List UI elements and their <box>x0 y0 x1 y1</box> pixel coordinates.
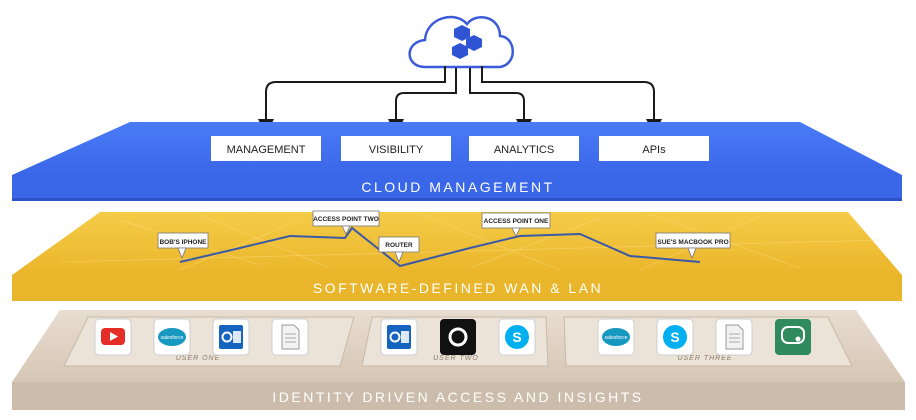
svg-text:BOB'S IPHONE: BOB'S IPHONE <box>159 239 207 246</box>
callout-sues-macbook-pro: SUE'S MACBOOK PRO <box>655 232 731 260</box>
chat-icon <box>775 319 811 355</box>
svg-text:salesforce: salesforce <box>605 335 628 341</box>
camera-app-icon <box>440 319 476 355</box>
svg-text:SUE'S MACBOOK PRO: SUE'S MACBOOK PRO <box>657 239 728 246</box>
svg-text:APIs: APIs <box>642 144 666 156</box>
user-two-label: USER TWO <box>433 355 479 362</box>
callout-bobs-iphone: BOB'S IPHONE <box>157 232 209 260</box>
network-path <box>179 226 701 268</box>
svg-text:S: S <box>512 329 521 345</box>
callout-access-point-two: ACCESS POINT TWO <box>312 210 380 235</box>
skype-icon: S <box>656 318 694 356</box>
youtube-icon <box>94 318 132 356</box>
svg-text:ROUTER: ROUTER <box>385 242 413 249</box>
user-three-label: USER THREE <box>677 355 732 362</box>
cloud-arrows <box>258 66 662 135</box>
app-tiles: salesforce S <box>94 318 811 356</box>
cloud-management-layer: CLOUD MANAGEMENT MANAGEMENT VISIBILITY A… <box>12 122 902 201</box>
apis-box: APIs <box>599 136 709 161</box>
svg-text:VISIBILITY: VISIBILITY <box>369 144 424 156</box>
callout-router: ROUTER <box>378 236 420 264</box>
salesforce-icon: salesforce <box>153 318 191 356</box>
network-layer: SOFTWARE-DEFINED WAN & LAN <box>12 212 902 301</box>
document-icon <box>271 318 309 356</box>
svg-text:S: S <box>670 329 679 345</box>
svg-text:MANAGEMENT: MANAGEMENT <box>227 144 306 156</box>
visibility-box: VISIBILITY <box>341 136 451 161</box>
callout-access-point-one: ACCESS POINT ONE <box>481 212 551 237</box>
svg-text:ANALYTICS: ANALYTICS <box>494 144 554 156</box>
salesforce-icon: salesforce <box>597 318 635 356</box>
cloud-layer-title: CLOUD MANAGEMENT <box>361 179 554 195</box>
outlook-icon <box>380 318 418 356</box>
cloud-hexagons-icon <box>408 15 514 69</box>
identity-layer-title: IDENTITY DRIVEN ACCESS AND INSIGHTS <box>272 389 643 405</box>
svg-text:salesforce: salesforce <box>161 335 184 341</box>
network-layer-title: SOFTWARE-DEFINED WAN & LAN <box>313 280 603 296</box>
outlook-icon <box>212 318 250 356</box>
skype-icon: S <box>498 318 536 356</box>
user-one-label: USER ONE <box>176 355 221 362</box>
svg-text:ACCESS POINT TWO: ACCESS POINT TWO <box>313 216 379 223</box>
network-callouts: BOB'S IPHONE ACCESS POINT TWO ROUTER ACC… <box>157 210 731 264</box>
analytics-box: ANALYTICS <box>469 136 579 161</box>
management-box: MANAGEMENT <box>211 136 321 161</box>
document-icon <box>715 318 753 356</box>
svg-text:ACCESS POINT ONE: ACCESS POINT ONE <box>484 218 549 225</box>
